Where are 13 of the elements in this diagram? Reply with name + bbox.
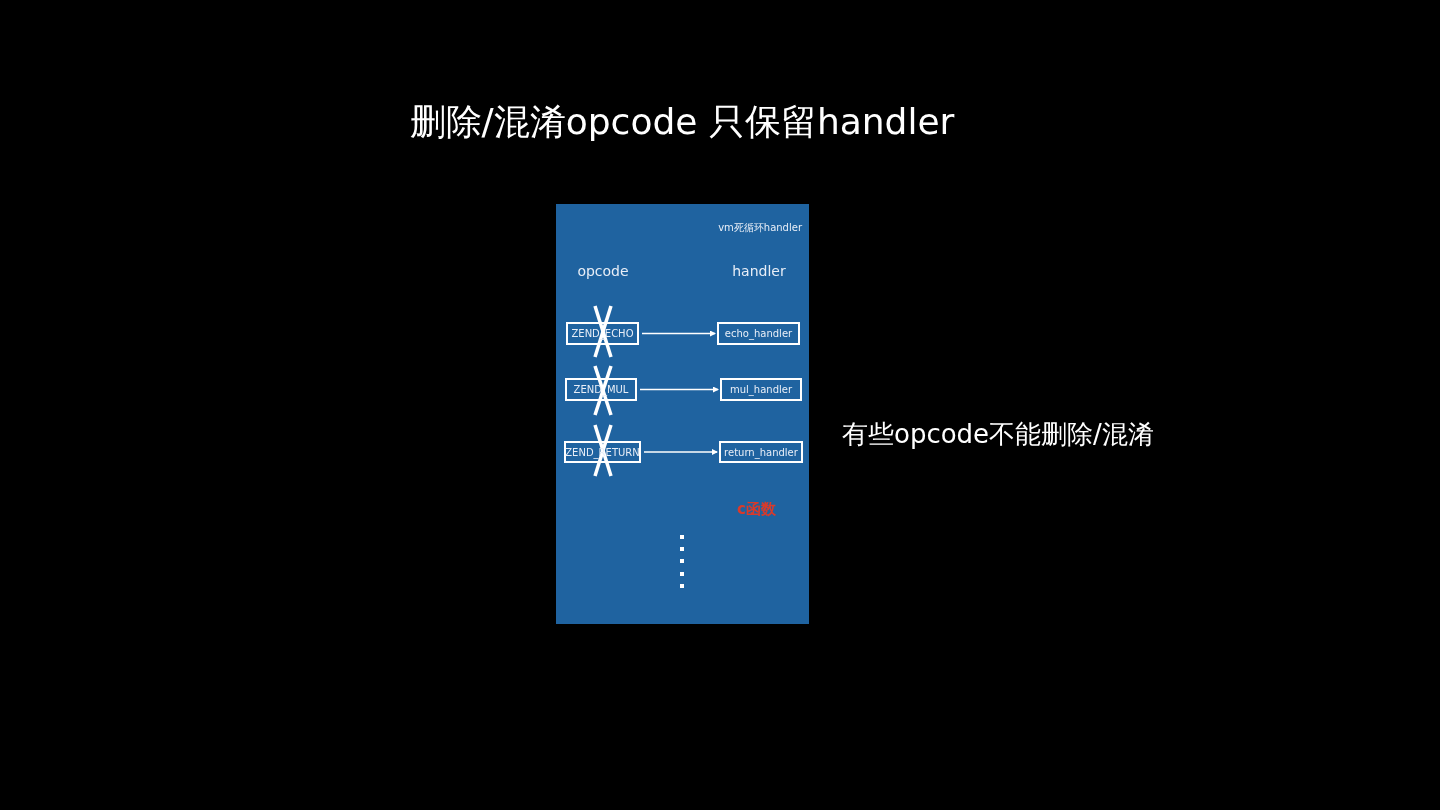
arrow — [641, 330, 716, 337]
slide-title: 删除/混淆opcode 只保留handler — [408, 100, 956, 144]
side-note: 有些opcode不能删除/混淆 — [842, 418, 1154, 451]
process-box: echo_handler — [717, 322, 800, 345]
process-box: mul_handler — [720, 378, 802, 401]
arrow — [643, 449, 718, 455]
column-heading: handler — [731, 263, 787, 279]
panel-heading: vm死循环handler — [718, 221, 802, 235]
process-box: return_handler — [719, 441, 803, 463]
panel — [556, 204, 809, 624]
column-heading: opcode — [576, 263, 630, 279]
note-text: c函数 — [737, 500, 776, 519]
arrow — [639, 386, 719, 393]
